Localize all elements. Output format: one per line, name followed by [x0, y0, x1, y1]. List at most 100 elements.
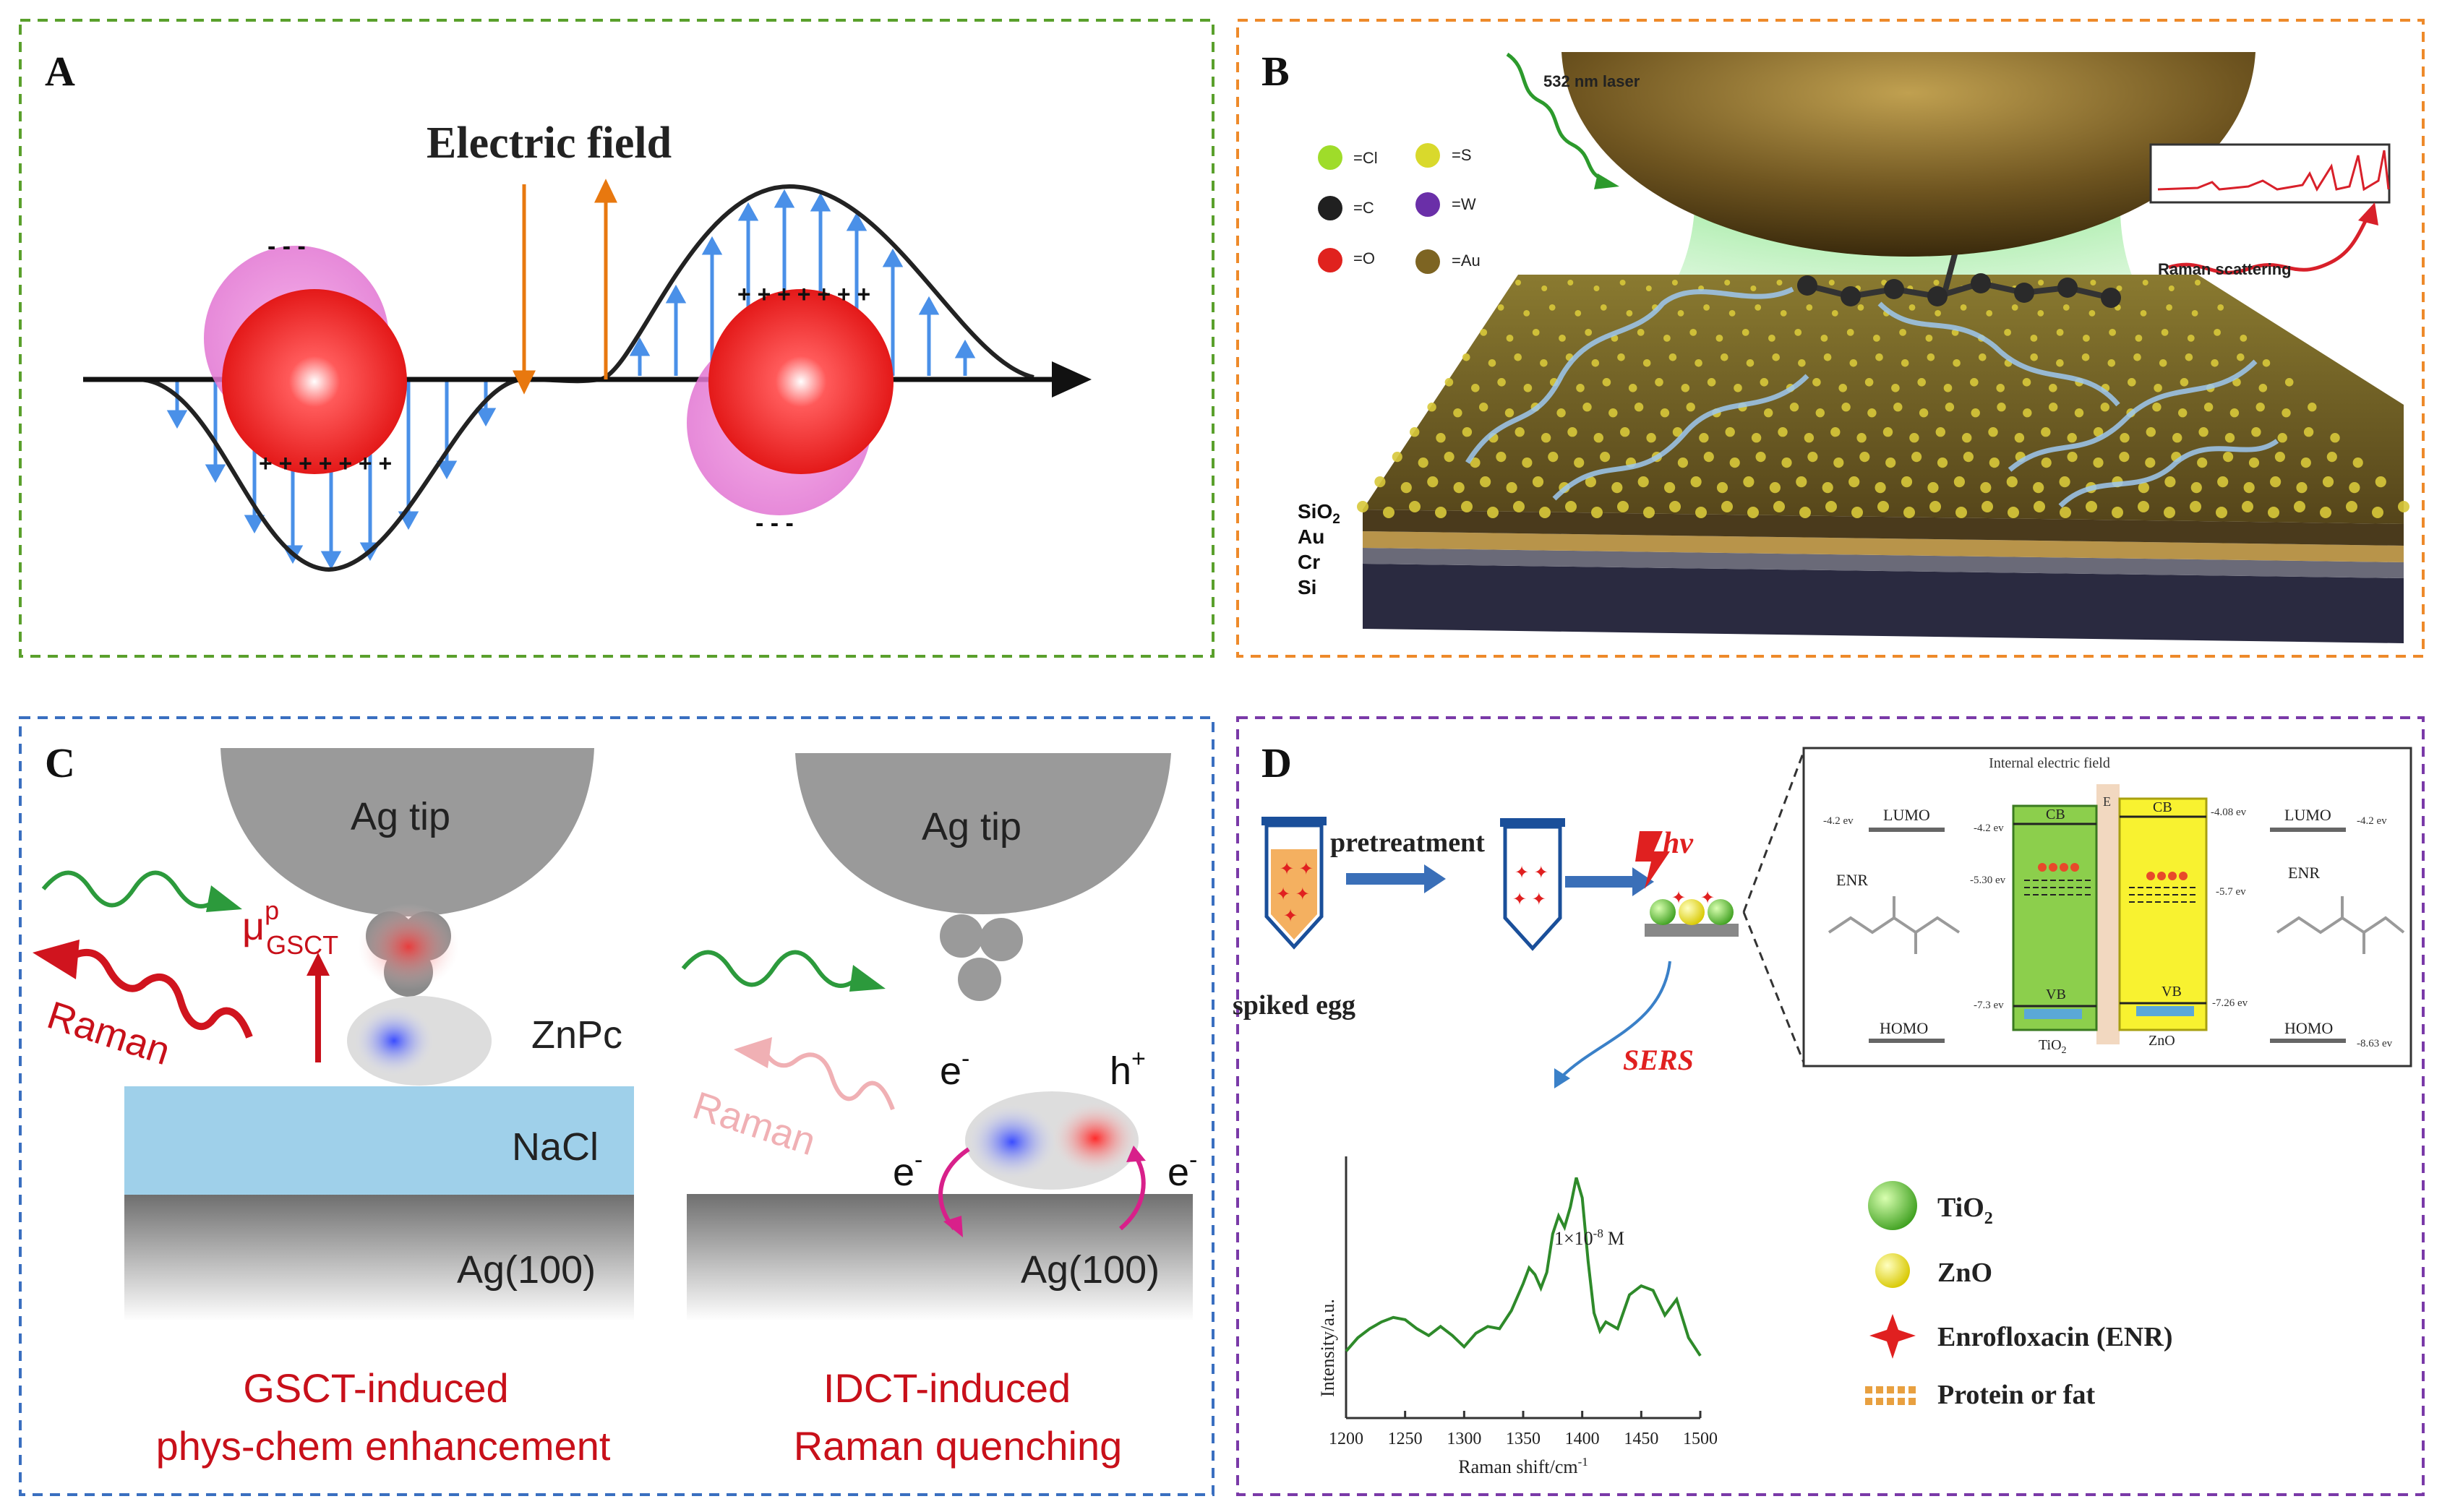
lattice-atom — [1628, 384, 1637, 392]
lattice-atom — [1807, 452, 1818, 463]
lattice-atom — [2303, 427, 2314, 437]
legend-swatch-c — [1318, 196, 1342, 220]
svg-text:✦: ✦ — [1671, 888, 1686, 908]
panel-c-border — [19, 716, 1214, 1496]
lattice-atom — [1917, 378, 1926, 387]
energy-tio2-lumo: -4.2 ev — [1823, 815, 1854, 827]
incident-wave-left-head — [206, 885, 242, 912]
panel-a-border — [19, 19, 1214, 658]
lattice-atom — [2282, 408, 2291, 418]
lattice-atom — [2023, 408, 2032, 418]
lattice-atom — [1935, 427, 1945, 437]
lattice-atom — [1789, 403, 1799, 412]
lattice-atom — [2217, 476, 2229, 488]
lattice-atom — [1953, 359, 1961, 367]
lattice-atom — [1672, 427, 1683, 437]
lattice-atom — [1496, 452, 1507, 463]
lattice-atom — [2243, 482, 2255, 494]
lattice-atom — [1663, 335, 1671, 342]
ag100-right-label: Ag(100) — [1021, 1248, 1160, 1292]
znpc-blue-charge — [354, 1006, 434, 1075]
lattice-atom — [1882, 427, 1893, 437]
lattice-atom — [1768, 335, 1775, 342]
lightning-icon — [1635, 831, 1670, 889]
lattice-atom — [1927, 353, 1935, 361]
caption-right-line1: IDCT-induced — [823, 1365, 1071, 1411]
ag100-left — [124, 1195, 634, 1321]
lattice-atom — [2198, 427, 2208, 437]
legend-enr-icon — [1869, 1314, 1916, 1359]
x-tick-label: 1250 — [1388, 1430, 1423, 1448]
lattice-atom — [1741, 329, 1749, 336]
lattice-atom — [1794, 329, 1802, 336]
legend-zno-icon — [1875, 1253, 1910, 1288]
lattice-atom — [1585, 476, 1596, 488]
lattice-atom — [2216, 507, 2227, 518]
charge-plus-left: + + + + + + + — [259, 450, 392, 476]
lattice-atom — [2172, 433, 2182, 443]
energy-tio2-cb: -4.2 ev — [1974, 822, 2004, 834]
nanoparticle-left — [222, 289, 407, 474]
lattice-atom — [1982, 501, 1993, 512]
lattice-atom — [1541, 285, 1548, 291]
lattice-atom — [2164, 476, 2176, 488]
lattice-atom — [1453, 408, 1462, 418]
electron-label-top: e- — [940, 1045, 969, 1093]
electron-transfer-head-right — [1126, 1146, 1146, 1162]
lattice-atom — [1747, 507, 1759, 518]
lattice-atom — [1919, 408, 1929, 418]
mu-arrow-head — [307, 953, 330, 976]
lattice-atom — [1617, 501, 1629, 512]
lattice-atom — [1812, 378, 1821, 387]
lattice-atom — [1909, 433, 1919, 443]
propagation-arrowhead — [1052, 361, 1092, 398]
panel-c-letter: C — [45, 739, 75, 786]
lattice-atom — [1776, 280, 1783, 285]
lattice-atom — [2294, 501, 2305, 512]
lattice-atom — [1504, 408, 1515, 418]
lattice-atom — [2067, 433, 2077, 443]
lattice-atom — [1695, 359, 1702, 367]
spiked-egg-label: spiked egg — [1233, 990, 1355, 1021]
lattice-atom — [2086, 501, 2097, 512]
legend-enr-label: Enrofloxacin (ENR) — [1937, 1322, 2172, 1352]
lattice-atom — [2398, 501, 2409, 512]
lattice-atom — [1444, 378, 1454, 387]
lattice-atom — [1877, 501, 1889, 512]
energy-tio2-defect: -5.30 ev — [1970, 875, 2006, 886]
lattice-atom — [1556, 408, 1566, 418]
lattice-atom — [1634, 403, 1644, 412]
lattice-atom — [1506, 335, 1514, 342]
panel-b-border — [1236, 19, 2425, 658]
lattice-atom — [1514, 353, 1522, 361]
lattice-atom — [1383, 507, 1394, 518]
lattice-atom — [2112, 507, 2123, 518]
lattice-atom — [2033, 482, 2044, 494]
lattice-atom — [1567, 280, 1574, 285]
lattice-atom — [1772, 353, 1780, 361]
pretreatment-arrow — [1346, 864, 1446, 893]
lattice-atom — [1539, 507, 1551, 518]
x-tick-label: 1200 — [1329, 1430, 1363, 1448]
ag100-left-label: Ag(100) — [457, 1248, 596, 1292]
legend-swatch-w — [1415, 192, 1440, 217]
lattice-atom — [1822, 482, 1833, 494]
tio2-lumo-label: LUMO — [1883, 806, 1930, 824]
lattice-atom — [1660, 408, 1670, 418]
lattice-atom — [2152, 403, 2162, 412]
lattice-atom — [2251, 427, 2261, 437]
lattice-atom — [1655, 378, 1663, 387]
panel-b: B — [1261, 48, 2409, 643]
raman-scatter-arrowhead — [2358, 202, 2378, 225]
lattice-atom — [1513, 501, 1525, 512]
lattice-atom — [2004, 329, 2012, 336]
lattice-atom — [2168, 285, 2175, 291]
tube-pretreated: ✦ ✦ ✦ ✦ — [1500, 818, 1565, 951]
hv-label: hν — [1663, 827, 1694, 860]
lattice-atom — [1715, 335, 1723, 342]
x-tick-label: 1350 — [1506, 1430, 1541, 1448]
